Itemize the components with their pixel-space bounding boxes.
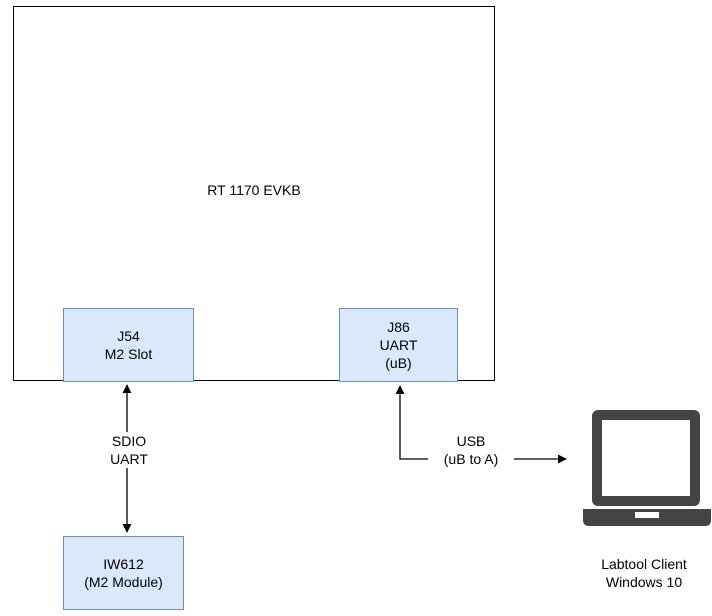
client-label: Labtool Client Windows 10 [576,555,712,591]
client-name: Labtool Client [601,556,687,572]
edge-label-usb-cable: (uB to A) [443,451,499,467]
edge-label-sdio-uart: SDIO UART [102,432,156,468]
port-j54-m2-slot: J54 M2 Slot [63,308,194,382]
port-j54-name: J54 [117,328,140,344]
port-j54-desc: M2 Slot [104,346,153,362]
port-j86-desc: UART [379,337,418,353]
edge-label-uart: UART [110,451,148,467]
module-name: IW612 [103,556,144,572]
board-label: RT 1170 EVKB [207,182,301,198]
port-j86-name: J86 [387,319,410,335]
port-j86-connector: (uB) [385,355,412,371]
edge-label-usb-name: USB [456,433,486,449]
module-desc: (M2 Module) [84,574,163,590]
client-os: Windows 10 [605,574,683,590]
module-iw612: IW612 (M2 Module) [63,536,184,610]
laptop-icon [583,410,711,526]
port-j86-uart: J86 UART (uB) [339,308,458,382]
edge-label-usb: USB (uB to A) [428,432,514,468]
edge-label-sdio: SDIO [111,433,147,449]
